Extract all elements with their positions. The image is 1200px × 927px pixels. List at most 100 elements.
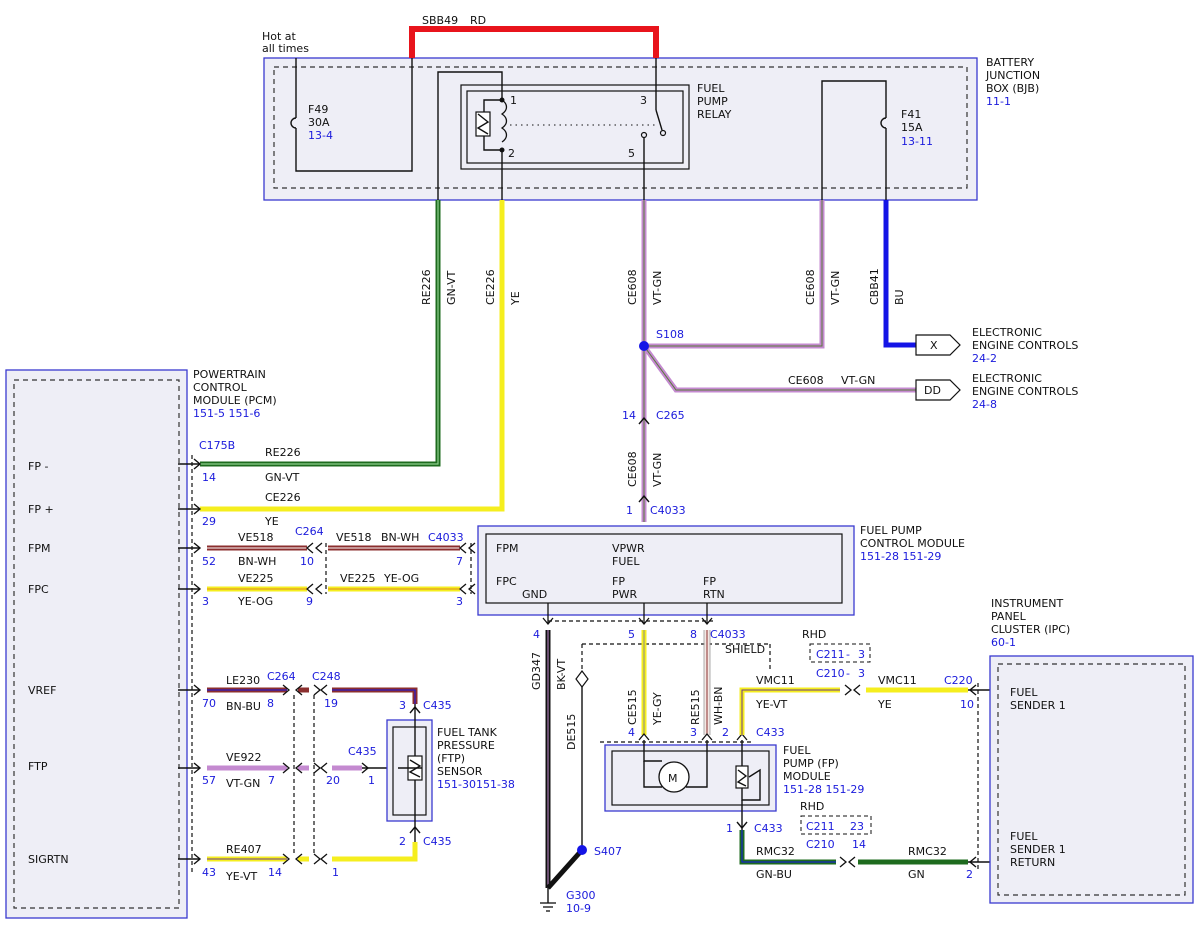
ftp-sensor-arrow-bottom — [409, 825, 421, 834]
mid-vt-gn: VT-GN — [651, 453, 664, 487]
fpm-circuit: VE518 — [238, 531, 273, 544]
rhd2-box — [800, 815, 872, 835]
fpcm-vpwr: VPWR — [612, 542, 645, 555]
ipc-return-2: SENDER 1 — [1010, 843, 1066, 856]
wire-cbb41 — [883, 200, 916, 348]
relay-pin5-contact — [640, 131, 648, 139]
pcm-arrows — [178, 458, 202, 865]
label-ce226: CE226 — [484, 269, 497, 305]
dd-circuit: CE608 — [788, 374, 824, 387]
f49-ref: 13-4 — [308, 129, 333, 142]
c175b-label: C175B — [199, 439, 235, 452]
label-bu: BU — [893, 289, 906, 305]
relay-coil-zig — [476, 113, 490, 135]
motor-lead-b — [686, 740, 708, 788]
sender-zig — [736, 769, 748, 787]
sender-wiper — [741, 768, 761, 801]
sigrtn-c264-pin: 14 — [268, 866, 282, 879]
relay-title-2: PUMP — [697, 95, 728, 108]
sbb49-wire — [409, 26, 659, 58]
ipc-sender-2: SENDER 1 — [1010, 699, 1066, 712]
relay-pin1-lead — [437, 71, 503, 200]
wire-le230-c-stripe — [332, 689, 416, 704]
dd-color: VT-GN — [841, 374, 875, 387]
rmc32-color: GN-BU — [756, 868, 792, 881]
fp-module-c433: C433 — [756, 726, 785, 739]
ftp-sensor-zig — [408, 759, 422, 778]
fp-minus-pin: 14 — [202, 471, 216, 484]
fpc-circuit: VE225 — [238, 572, 273, 585]
pcm-title-1: POWERTRAIN — [193, 368, 266, 381]
vref-c435-pin: 3 — [399, 699, 406, 712]
rhd2-pin2: 14 — [852, 838, 866, 851]
eec2-ref: 24-8 — [972, 398, 997, 411]
fp-module-pin2: 2 — [722, 726, 729, 739]
c210-arrows-top — [844, 684, 861, 696]
wire-ce608-dd-stripe — [643, 345, 916, 391]
vref-c435: C435 — [423, 699, 452, 712]
f41-rating: 15A — [901, 121, 923, 134]
ipc-title-2: PANEL — [991, 610, 1027, 623]
c220-pin: 10 — [960, 698, 974, 711]
vref-c248: C248 — [312, 670, 341, 683]
f49-fuse-icon — [290, 117, 297, 129]
fpcm-fpc: FPC — [496, 575, 517, 588]
fpc-circuit2: VE225 — [340, 572, 375, 585]
ftp-sensor-title-2: PRESSURE — [437, 739, 495, 752]
ftp-c435: C435 — [348, 745, 377, 758]
fpcm-fp-rtn-1: FP — [703, 575, 716, 588]
c433b-arrow — [736, 821, 748, 830]
bjb-ref: 11-1 — [986, 95, 1011, 108]
sigrtn-color: YE-VT — [225, 870, 258, 883]
ipc-ref: 60-1 — [991, 636, 1016, 649]
sigrtn-c435: C435 — [423, 835, 452, 848]
wire-re226-stripe — [200, 200, 439, 465]
relay-box — [460, 84, 690, 170]
ftp-c435-pin: 20 — [326, 774, 340, 787]
label-gn-vt: GN-VT — [445, 270, 458, 305]
relay-title-1: FUEL — [697, 82, 725, 95]
c4033-bot-name: C4033 — [710, 628, 746, 641]
rhd1-box — [809, 643, 871, 663]
rmc32-color2: GN — [908, 868, 925, 881]
ftp-sensor-title-4: SENSOR — [437, 765, 483, 778]
fpcm-gnd: GND — [522, 588, 547, 601]
fpcm-fp-pwr-1: FP — [612, 575, 625, 588]
label-ce608: CE608 — [626, 269, 639, 305]
pcm-pin-sigrtn: SIGRTN — [28, 853, 69, 866]
pcm-pin-fp-plus: FP + — [28, 503, 54, 516]
vref-circuit: LE230 — [226, 674, 260, 687]
bjb-title-3: BOX (BJB) — [986, 82, 1039, 95]
c265-pin: 14 — [622, 409, 636, 422]
wire-ce226 — [200, 200, 505, 512]
ground-icon — [540, 902, 556, 912]
fpm-c264: C264 — [295, 525, 324, 538]
label-vt-gn-b: VT-GN — [829, 271, 842, 305]
rhd1-dash: - — [846, 648, 850, 661]
connector-x — [915, 334, 961, 356]
c220-arrow — [968, 684, 977, 696]
ipc-box — [989, 655, 1194, 904]
wire-re407-c — [332, 842, 418, 862]
label-ye: YE — [509, 291, 522, 306]
sigrtn-c435-pin: 2 — [399, 835, 406, 848]
bjb-title-1: BATTERY — [986, 56, 1034, 69]
f49-rating: 30A — [308, 116, 330, 129]
motor-label: M — [668, 772, 678, 785]
label-re226: RE226 — [420, 269, 433, 305]
rmc32-arrow — [968, 856, 977, 868]
motor-lead-c — [643, 761, 662, 788]
relay-pin1: 1 — [510, 94, 517, 107]
pcm-inner — [13, 379, 180, 909]
wire-vmc11-left-stripe — [741, 689, 840, 735]
c4033-top-arrow — [638, 494, 650, 503]
rhd1-c210: C210 — [816, 667, 845, 680]
rhd2-label: RHD — [800, 800, 824, 813]
relay-title-3: RELAY — [697, 108, 732, 121]
sbb49-label: SBB49 — [422, 14, 458, 27]
f41-feed — [821, 80, 887, 200]
rhd1-pin2: 3 — [858, 667, 865, 680]
label-vt-gn: VT-GN — [651, 271, 664, 305]
fpcm-title-2: CONTROL MODULE — [860, 537, 965, 550]
